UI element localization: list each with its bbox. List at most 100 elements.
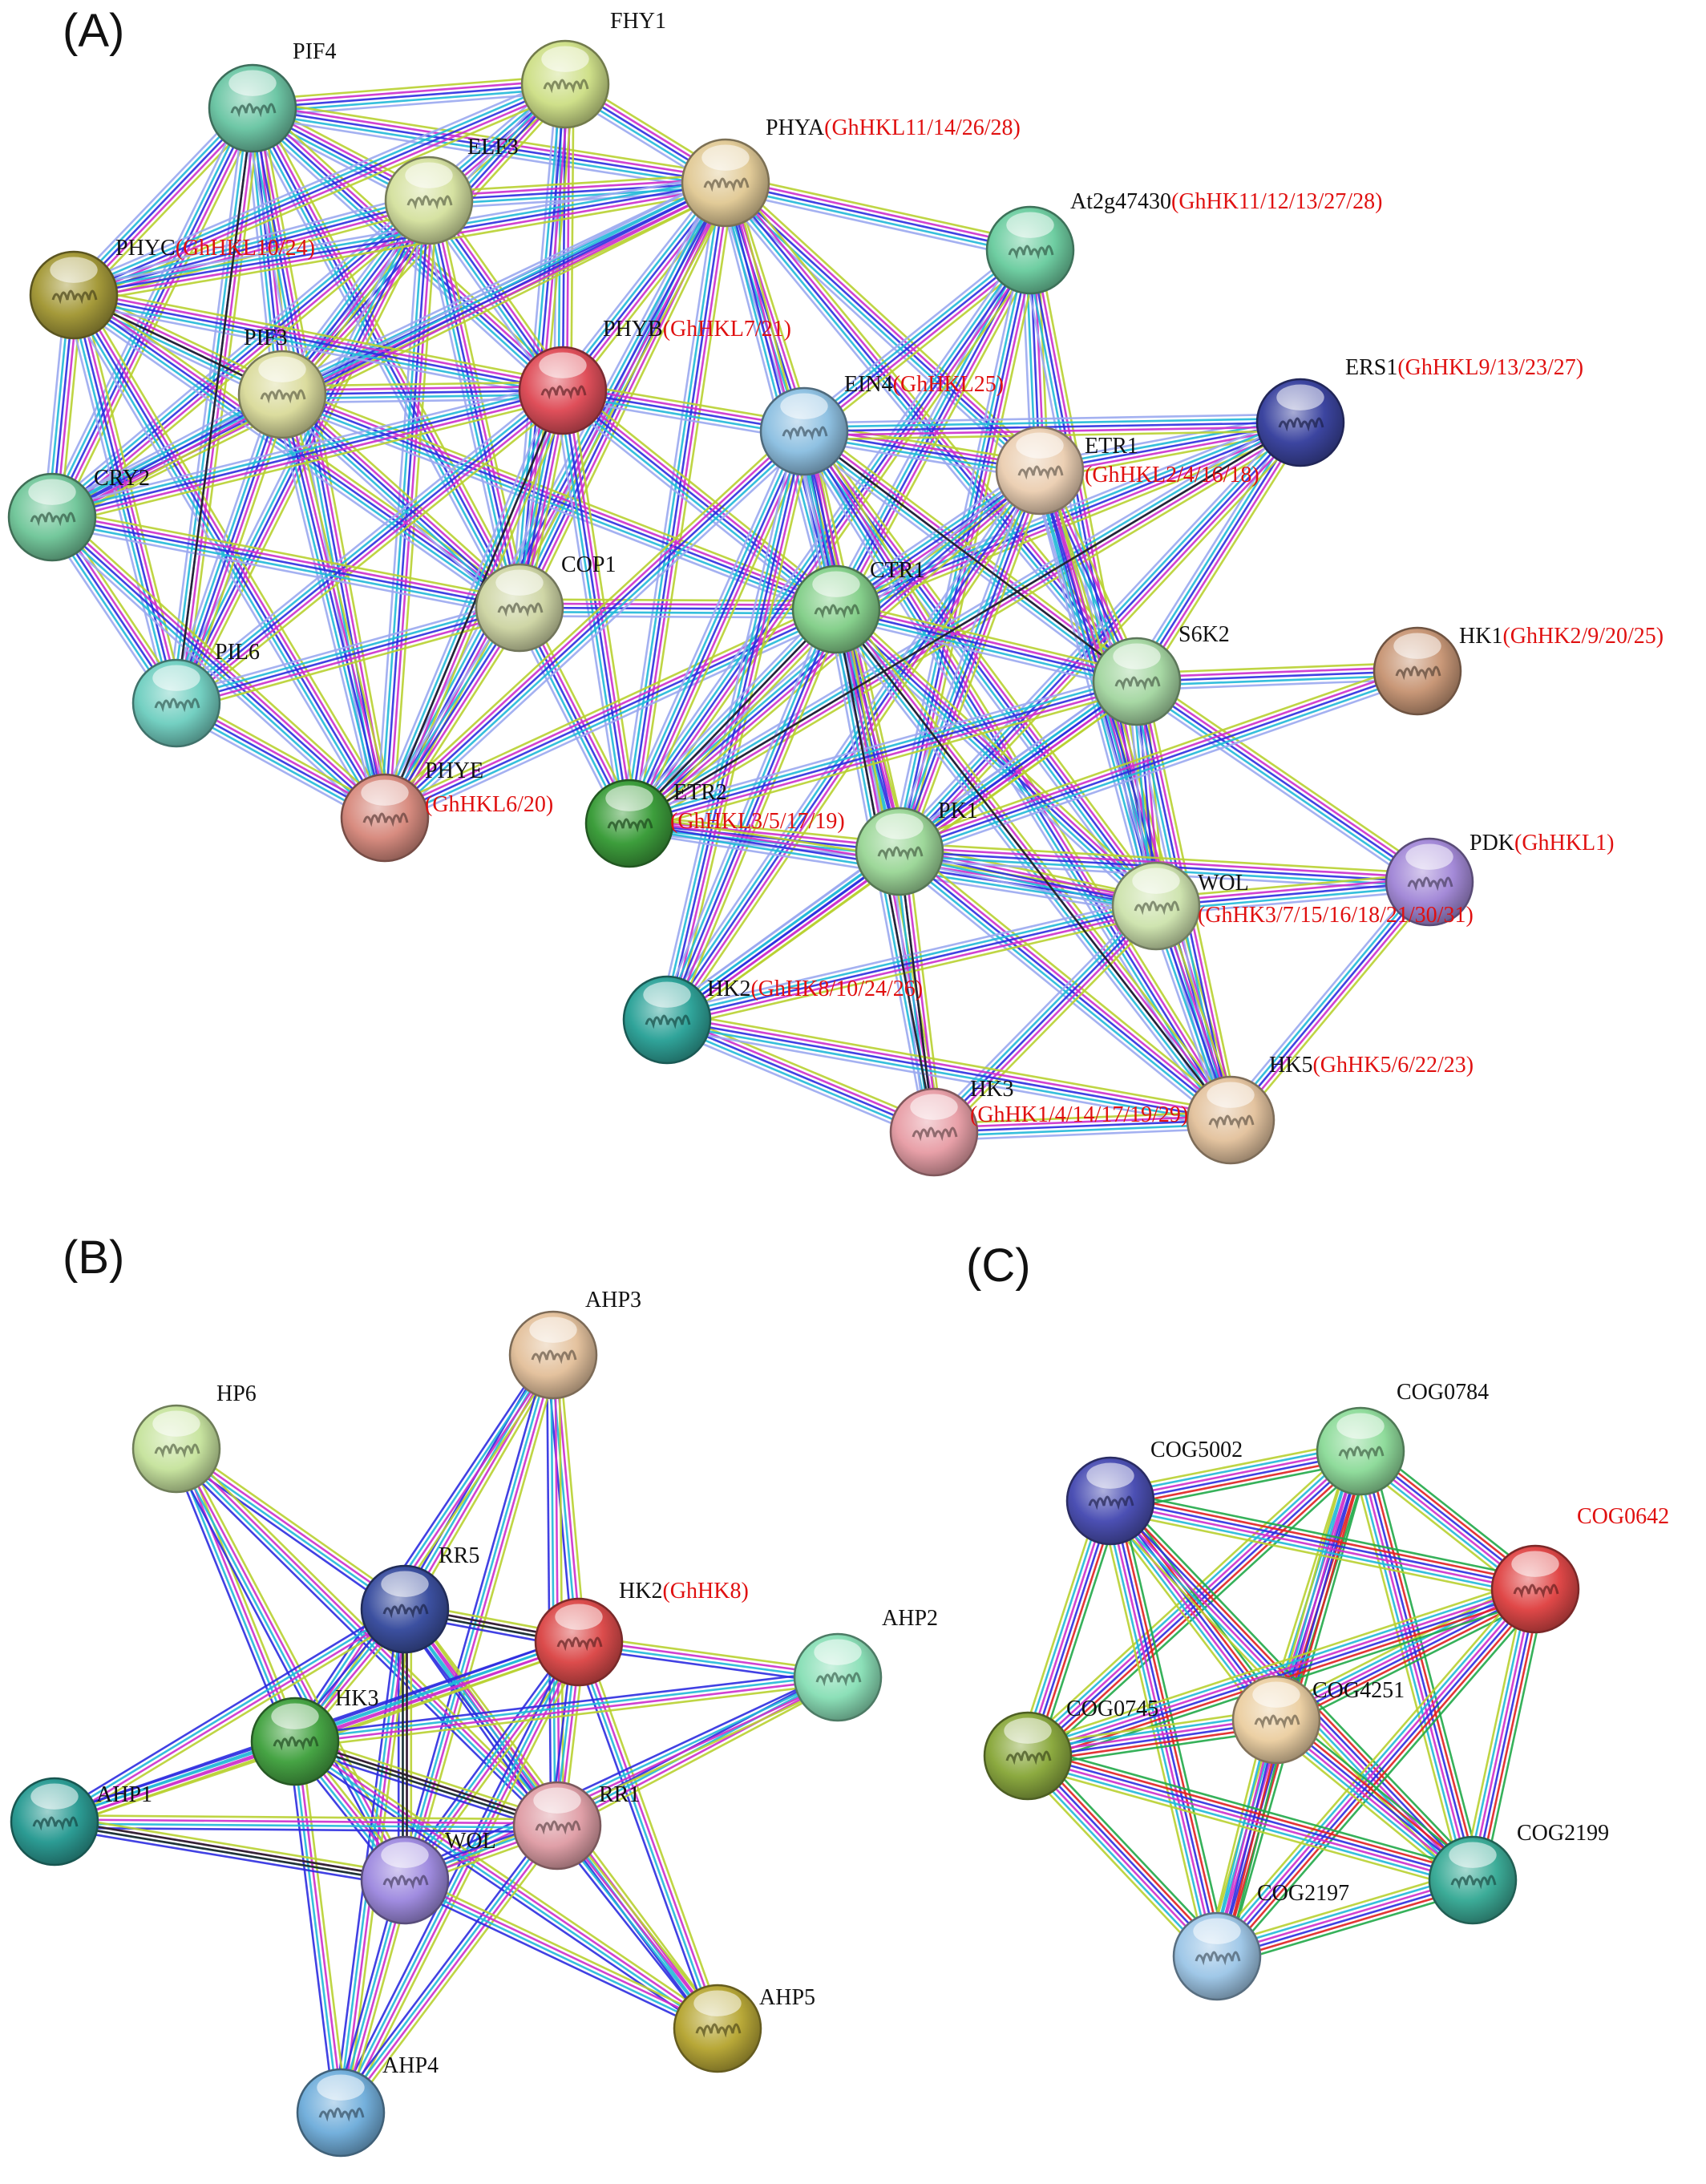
- edge-COG0642-COG2199: [1470, 1588, 1534, 1880]
- edge-PIF4-COP1: [251, 107, 521, 609]
- edge-At2g47430-EIN4: [798, 242, 1026, 426]
- edge-COP1-PIL6: [176, 606, 520, 705]
- edge-ERS1-S6K2: [1139, 424, 1305, 685]
- edge-PHYA-At2g47430: [725, 181, 1031, 252]
- edge-AHP3-HK3b: [292, 1353, 552, 1741]
- edge-COG0784-COG2199: [1353, 1452, 1468, 1883]
- edge-CTR1-HK5: [835, 609, 1232, 1121]
- edge-PIF3-PHYB: [281, 389, 564, 396]
- node-cog2199: [1428, 1835, 1518, 1925]
- protein-structure-icon: [695, 2023, 742, 2038]
- edge-HK2-HK3: [669, 1011, 938, 1126]
- edge-CRY2-COP1: [52, 512, 521, 605]
- edge-COG0642-COG2197: [1217, 1589, 1538, 1959]
- edge-HK3-HK5: [934, 1122, 1231, 1138]
- edge-PHYB-CRY2: [51, 389, 564, 519]
- gh-homolog-label: (GhHK2/9/20/25): [1502, 624, 1664, 649]
- edge-CRY2-PHYE: [57, 510, 391, 813]
- protein-structure-icon: [382, 1604, 429, 1619]
- edge-PIF4-PHYA: [252, 107, 726, 184]
- node-rr1: [512, 1781, 602, 1871]
- node-hk3: [889, 1087, 979, 1177]
- node-gloss: [693, 1990, 742, 2016]
- node-wolb: [360, 1835, 450, 1925]
- edge-COG2199-COG2197: [1215, 1877, 1473, 1955]
- edge-PK1-HK3: [907, 850, 944, 1131]
- protein-structure-icon: [703, 177, 750, 192]
- edge-PK1-HK1: [901, 677, 1421, 861]
- edge-RR5-AHP1: [52, 1606, 405, 1821]
- protein-structure-icon: [32, 1816, 79, 1831]
- node-label-cog0784: COG0784: [1397, 1380, 1489, 1405]
- node-gloss: [30, 1783, 79, 1810]
- edge-COG5002-COG4251: [1101, 1507, 1269, 1727]
- edge-ELF3-PHYA: [428, 173, 726, 193]
- gh-homolog-label: (GhHK1/4/14/17/19/29): [970, 1102, 1188, 1127]
- gh-homolog-label: (GhHKL6/20): [425, 792, 553, 817]
- protein-structure-icon: [877, 846, 924, 861]
- edge-ETR2-PK1: [629, 814, 901, 844]
- edge-COG0642-COG2199: [1478, 1590, 1542, 1882]
- edge-COG0745-COG2199: [1025, 1765, 1470, 1891]
- edge-HK3b-RR1: [293, 1742, 557, 1829]
- edge-PHYB-ETR2: [565, 390, 635, 823]
- node-label-hk3: HK3(GhHK1/4/14/17/19/29): [970, 1077, 1188, 1127]
- node-gloss: [152, 1410, 200, 1437]
- node-ahp1: [10, 1777, 99, 1867]
- edge-ETR1-HK5: [1034, 471, 1228, 1122]
- edge-CTR1-ETR2: [634, 614, 843, 831]
- edge-PIF4-FHY1: [252, 75, 565, 101]
- edge-PHYA-PHYC: [75, 189, 727, 305]
- edge-HK2b-WOLb: [402, 1640, 578, 1880]
- node-label-pk1: PK1: [938, 799, 978, 823]
- node-gloss: [1193, 1918, 1241, 1944]
- edge-PIF3-COP1: [284, 390, 524, 606]
- edge-COG0642-COG2199: [1474, 1589, 1538, 1881]
- node-gloss: [555, 1604, 603, 1630]
- node-cog4251: [1231, 1675, 1321, 1765]
- edge-PHYB-PIL6: [180, 396, 569, 711]
- node-label-etr1: ETR1(GhHKL2/4/16/18): [1085, 434, 1259, 487]
- node-gloss: [50, 257, 98, 283]
- node-gloss: [701, 144, 750, 171]
- edge-COG0642-COG2197: [1215, 1587, 1535, 1956]
- edge-HK3b-RR1: [296, 1734, 560, 1821]
- node-label-pil6: PIL6: [215, 640, 260, 665]
- edge-COG0642-COG0745: [1028, 1590, 1537, 1759]
- edge-CRY2-PHYE: [54, 513, 389, 816]
- edge-PDK-HK5: [1223, 876, 1425, 1116]
- protein-structure-icon: [318, 2107, 365, 2122]
- edge-COG0642-COG4251: [1272, 1582, 1534, 1716]
- edge-AHP1-WOLb: [54, 1822, 405, 1883]
- protein-structure-icon: [531, 1349, 577, 1365]
- edge-EIN4-WOL: [807, 428, 1161, 904]
- edge-COP1-CTR1: [519, 610, 836, 615]
- edge-HK3-HK5: [933, 1110, 1231, 1125]
- edge-COP1-CTR1: [519, 598, 837, 602]
- node-gloss: [1511, 1551, 1559, 1577]
- edge-PHYA-PHYC: [74, 185, 727, 301]
- protein-structure-icon: [1005, 1750, 1052, 1765]
- node-gloss: [405, 162, 453, 188]
- edge-WOL-PDK: [1154, 872, 1429, 899]
- edge-HK3-HK5: [933, 1118, 1231, 1134]
- edge-HP6-HK3b: [177, 1447, 298, 1741]
- edge-PHYE-EIN4: [378, 424, 799, 813]
- node-gloss: [1336, 1413, 1385, 1439]
- edge-At2g47430-PK1: [890, 248, 1024, 851]
- edge-COG0784-COG2199: [1349, 1453, 1464, 1883]
- edge-S6K2-HK1: [1136, 665, 1417, 679]
- edge-AHP3-WOLb: [410, 1356, 560, 1883]
- edge-AHP1-WOLb: [55, 1818, 406, 1879]
- edge-COG5002-COG2197: [1111, 1500, 1220, 1956]
- edge-WOL-HK3: [936, 908, 1160, 1136]
- edge-HP6-WOLb: [177, 1447, 408, 1880]
- edge-HK3b-RR1: [295, 1738, 559, 1825]
- node-label-ctr1: CTR1: [870, 558, 924, 583]
- edge-RR5-AHP1: [55, 1610, 407, 1825]
- edge-COG0642-COG2197: [1211, 1584, 1532, 1953]
- edge-RR5-AHP1: [51, 1603, 402, 1818]
- edge-PDK-HK5: [1230, 881, 1430, 1121]
- edge-ELF3-PHYE: [383, 200, 431, 819]
- node-hk3b: [250, 1697, 340, 1786]
